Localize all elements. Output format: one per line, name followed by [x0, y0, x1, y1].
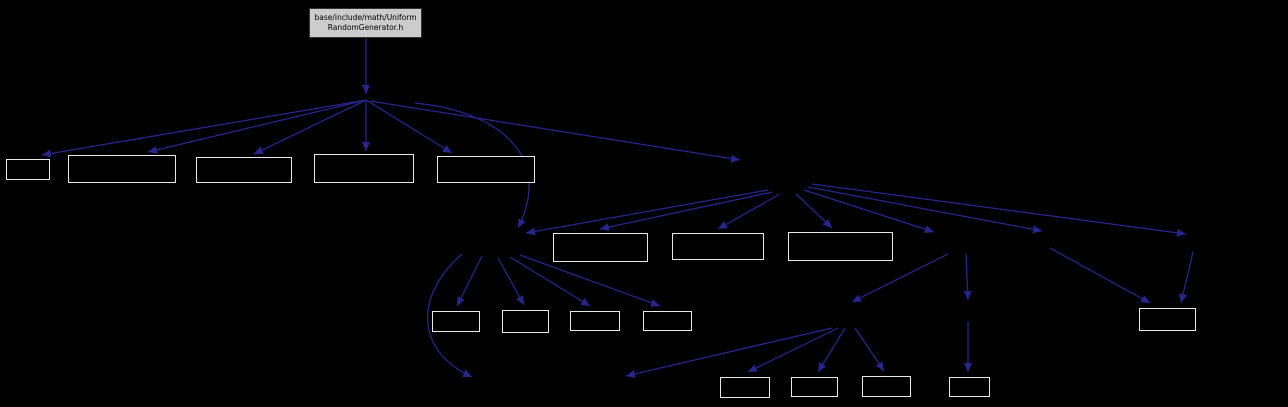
dependency-node[interactable]	[791, 377, 838, 397]
dependency-node[interactable]	[437, 156, 535, 183]
dependency-edge	[963, 253, 972, 301]
dependency-edge	[369, 100, 741, 163]
dependency-edge	[717, 193, 781, 230]
dependency-edge	[365, 99, 453, 154]
dependency-node[interactable]	[196, 157, 292, 183]
dependency-edge	[497, 257, 525, 306]
dependency-edge	[854, 327, 885, 372]
dependency-edge	[1179, 251, 1194, 304]
dependency-node[interactable]	[314, 154, 414, 183]
dependency-edge	[456, 255, 483, 307]
dependency-edge	[519, 254, 661, 307]
dependency-edge	[414, 102, 530, 229]
dependency-edge	[253, 99, 367, 155]
dependency-edge	[807, 186, 1043, 234]
dependency-node[interactable]	[432, 311, 480, 332]
dependency-edge	[599, 191, 773, 232]
dependency-node[interactable]	[720, 377, 770, 398]
root-node-label-line: RandomGenerator.h	[327, 23, 404, 32]
dependency-edge	[625, 327, 833, 378]
dependency-node[interactable]	[643, 311, 692, 331]
dependency-edge	[795, 193, 833, 229]
dependency-edge	[427, 253, 473, 378]
dependency-node[interactable]	[570, 311, 620, 331]
dependency-node[interactable]	[6, 159, 50, 180]
dependency-edge	[525, 189, 769, 236]
dependency-node[interactable]	[949, 377, 990, 397]
root-node-label-line: base/include/math/Uniform	[314, 12, 417, 22]
dependency-node[interactable]	[1139, 308, 1196, 331]
dependency-node[interactable]	[862, 376, 911, 397]
dependency-edge	[817, 327, 846, 373]
dependency-edge	[851, 253, 949, 303]
dependency-node[interactable]	[553, 233, 648, 262]
dependency-node[interactable]	[502, 310, 549, 333]
dependency-node[interactable]	[672, 233, 764, 260]
dependency-node[interactable]	[788, 232, 893, 261]
dependency-edge	[147, 99, 367, 154]
dependency-node[interactable]	[68, 155, 176, 183]
dependency-edge	[803, 189, 935, 234]
dependency-edge	[811, 183, 1187, 237]
dependency-edge	[747, 327, 839, 373]
dependency-edge	[509, 256, 591, 307]
dependency-edge	[1049, 247, 1151, 304]
dependency-edge	[41, 99, 367, 158]
